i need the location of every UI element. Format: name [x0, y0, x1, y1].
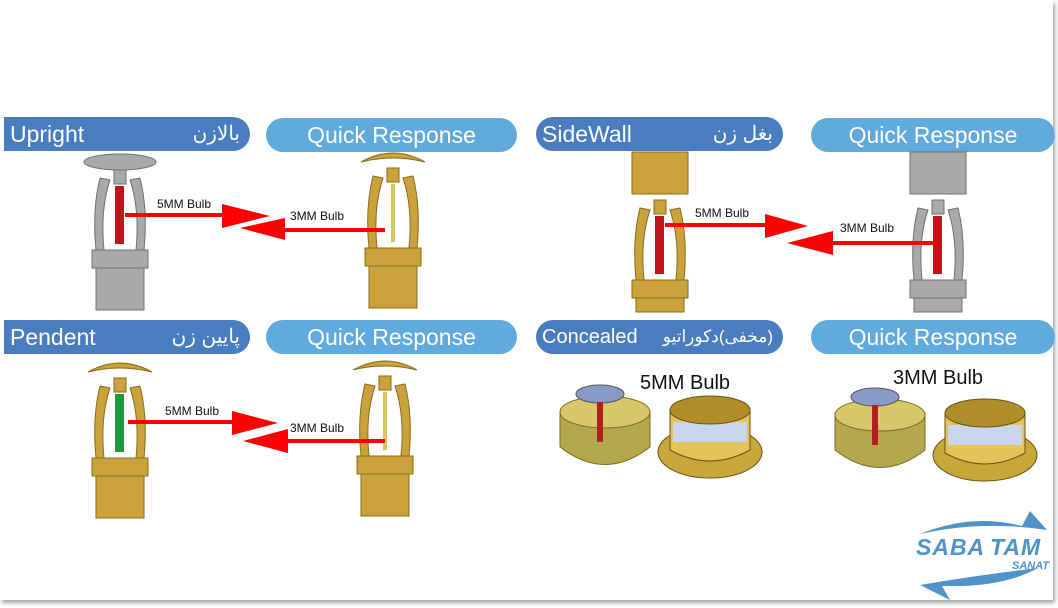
title-sidewall: SideWall — [542, 121, 632, 147]
title-sidewall-fa: بغل زن — [712, 123, 773, 145]
arrow-pendent-3mm — [243, 429, 385, 453]
label-concealed-5mm: 5MM Bulb — [640, 372, 731, 394]
header-upright-qr: Quick Response — [266, 118, 517, 152]
label-pendent-5mm: 5MM Bulb — [165, 404, 220, 418]
title-pendent-fa: پایین زن — [171, 326, 240, 348]
header-upright: Upright بالازن — [4, 117, 250, 151]
saba-tam-logo: SABA TAM SANAT — [912, 508, 1052, 600]
title-concealed: Concealed — [542, 326, 638, 348]
title-concealed-fa: (مخفی)دکوراتیو — [662, 327, 773, 346]
label-upright-3mm: 3MM Bulb — [290, 209, 345, 223]
logo-sanat: SANAT — [1012, 560, 1050, 572]
arrow-upright-3mm — [240, 218, 385, 240]
concealed-quick-response-sprinkler — [834, 387, 1038, 482]
header-sidewall-qr: Quick Response — [811, 118, 1055, 152]
logo-saba: SABA — [916, 534, 986, 560]
arrow-pendent-5mm — [128, 411, 278, 435]
pendent-quick-response-sprinkler — [352, 360, 418, 517]
concealed-standard-sprinkler — [559, 384, 763, 479]
label-upright-5mm: 5MM Bulb — [157, 197, 212, 211]
label-pendent-3mm: 3MM Bulb — [290, 421, 345, 435]
title-pendent: Pendent — [10, 324, 96, 350]
sidewall-quick-response-sprinkler — [909, 151, 967, 313]
header-sidewall: SideWall بغل زن — [536, 117, 783, 151]
label-concealed-3mm: 3MM Bulb — [893, 367, 984, 389]
header-concealed: Concealed (مخفی)دکوراتیو — [536, 320, 783, 354]
header-pendent-qr: Quick Response — [266, 320, 517, 354]
logo-tam: TAM — [990, 534, 1042, 560]
title-upright-fa: بالازن — [192, 123, 240, 145]
arrow-sidewall-5mm — [665, 214, 808, 238]
header-pendent: Pendent پایین زن — [4, 320, 250, 354]
header-concealed-qr: Quick Response — [811, 320, 1055, 354]
title-upright: Upright — [10, 121, 85, 147]
upright-standard-sprinkler — [83, 153, 157, 311]
arrow-upright-5mm — [125, 204, 270, 228]
label-sidewall-5mm: 5MM Bulb — [695, 206, 750, 220]
arrow-sidewall-3mm — [787, 231, 937, 255]
label-sidewall-3mm: 3MM Bulb — [840, 221, 895, 235]
sidewall-standard-sprinkler — [631, 151, 689, 313]
pendent-standard-sprinkler — [87, 362, 153, 519]
upright-quick-response-sprinkler — [360, 152, 426, 309]
logo-waves-icon — [920, 511, 1047, 600]
